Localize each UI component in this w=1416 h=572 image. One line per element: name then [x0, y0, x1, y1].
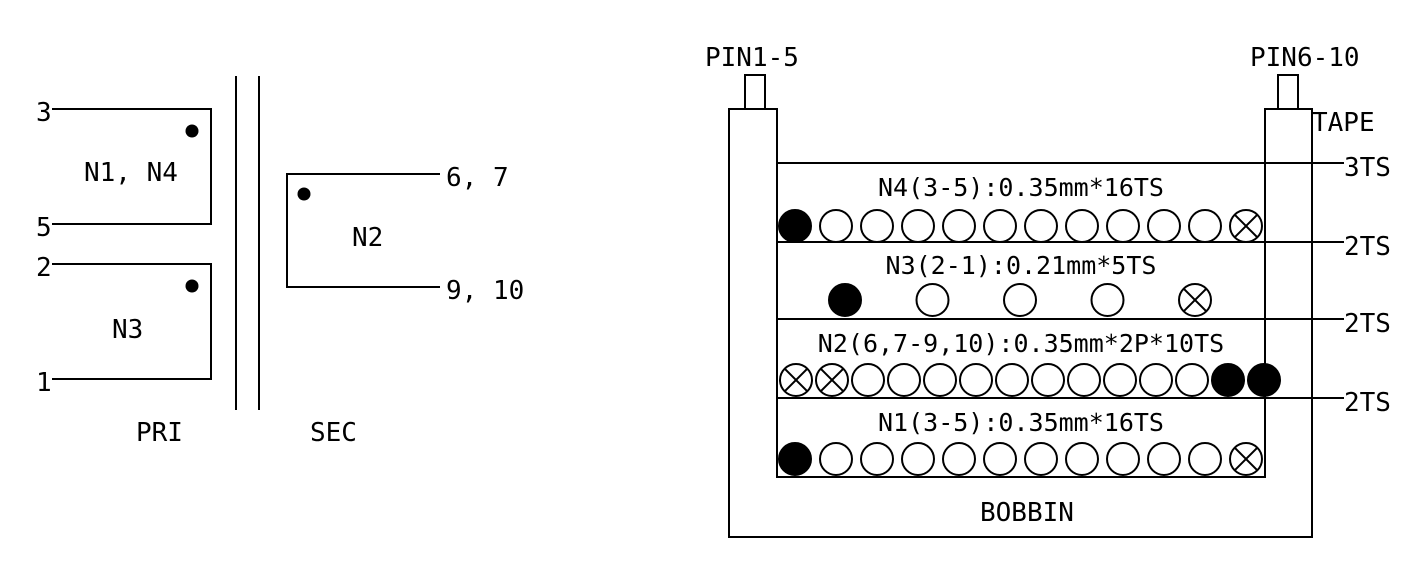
wire-end-cross-stroke — [1182, 287, 1208, 313]
tape-count-label: 2TS — [1344, 232, 1391, 262]
wire-turn — [851, 363, 885, 397]
pin-3-label: 3 — [36, 98, 52, 128]
pin-5-label: 5 — [36, 213, 52, 243]
wire-start-dot — [778, 442, 812, 476]
wire-end-cross-stroke — [1233, 446, 1259, 472]
layer-n2-label: N2(6,7-9,10):0.35mm*2P*10TS — [818, 329, 1224, 358]
wire-turn — [1024, 209, 1058, 243]
wire-turn — [1188, 209, 1222, 243]
winding-n2-coil — [286, 173, 440, 288]
wire-end-cross-stroke — [1233, 213, 1259, 239]
wire-turn — [915, 283, 950, 317]
layer-n1-wires — [778, 442, 1263, 476]
wire-turn — [1147, 442, 1181, 476]
pin-6-7-label: 6, 7 — [446, 163, 509, 193]
primary-label: PRI — [136, 418, 183, 448]
wire-turn — [923, 363, 957, 397]
layer-n3-label: N3(2-1):0.21mm*5TS — [886, 251, 1157, 280]
layer-n4-label: N4(3-5):0.35mm*16TS — [878, 173, 1164, 202]
wire-start-dot — [1247, 363, 1281, 397]
wire-turn — [1188, 442, 1222, 476]
winding-n2-label: N2 — [352, 223, 383, 253]
wire-end-cross-stroke — [783, 367, 809, 393]
wire-turn — [1106, 209, 1140, 243]
wire-turn — [995, 363, 1029, 397]
wire-turn — [860, 442, 894, 476]
wire-turn — [819, 209, 853, 243]
wire-turn — [942, 442, 976, 476]
cross-section: PIN1-5 PIN6-10 TAPE BOBBIN 3TS 2TS 2TS 2… — [705, 43, 1391, 538]
wire-turn — [1067, 363, 1101, 397]
dot-polarity-n3 — [185, 279, 199, 293]
wire-start-dot — [1211, 363, 1245, 397]
pin-right — [1277, 74, 1299, 110]
layer-n3-wires — [828, 283, 1212, 317]
bobbin-label: BOBBIN — [980, 498, 1074, 528]
winding-n3-coil — [52, 263, 212, 380]
pin-left-label: PIN1-5 — [705, 43, 799, 73]
wire-turn — [1106, 442, 1140, 476]
dot-polarity-n2 — [297, 187, 311, 201]
tape-count-label: 2TS — [1344, 309, 1391, 339]
wire-turn — [983, 209, 1017, 243]
winding-n3: N3 2 1 — [36, 253, 212, 398]
layer-n2-wires — [779, 363, 1281, 397]
tape-count-label: 3TS — [1344, 153, 1391, 183]
wire-turn — [887, 363, 921, 397]
wire-turn — [901, 209, 935, 243]
pin-1-label: 1 — [36, 368, 52, 398]
secondary-label: SEC — [310, 418, 357, 448]
bobbin-outline — [728, 108, 1313, 538]
wire-turn — [1147, 209, 1181, 243]
pin-9-10-label: 9, 10 — [446, 276, 524, 306]
layer-n1-label: N1(3-5):0.35mm*16TS — [878, 408, 1164, 437]
wire-turn — [959, 363, 993, 397]
wire-turn — [1103, 363, 1137, 397]
wire-start-dot — [828, 283, 862, 317]
wire-turn — [1065, 209, 1099, 243]
wire-turn — [1003, 283, 1037, 317]
wire-turn — [860, 209, 894, 243]
tape-count-label: 2TS — [1344, 388, 1391, 418]
schematic: N1, N4 3 5 N3 2 1 N2 6, 7 9, 10 PRI SEC — [36, 76, 524, 448]
wire-turn — [1139, 363, 1173, 397]
winding-n1-n4: N1, N4 3 5 — [36, 98, 212, 243]
winding-n1-n4-coil — [52, 108, 212, 225]
wire-end-cross-stroke — [819, 367, 845, 393]
wire-turn — [1090, 283, 1125, 317]
wire-turn — [942, 209, 976, 243]
wire-turn — [1024, 442, 1058, 476]
winding-n1-n4-label: N1, N4 — [84, 158, 178, 188]
winding-n2: N2 6, 7 9, 10 — [286, 163, 524, 306]
pin-2-label: 2 — [36, 253, 52, 283]
wire-start-dot — [778, 209, 812, 243]
wire-turn — [901, 442, 935, 476]
wire-turn — [1065, 442, 1099, 476]
wire-turn — [983, 442, 1017, 476]
wire-turn — [1031, 363, 1065, 397]
layer-n4-wires — [778, 209, 1263, 243]
wire-turn — [1175, 363, 1209, 397]
pin-right-label: PIN6-10 — [1250, 43, 1360, 73]
tape-label: TAPE — [1312, 108, 1375, 138]
dot-polarity-n1-n4 — [185, 124, 199, 138]
winding-n3-label: N3 — [112, 315, 143, 345]
wire-turn — [819, 442, 853, 476]
pin-left — [744, 74, 766, 110]
